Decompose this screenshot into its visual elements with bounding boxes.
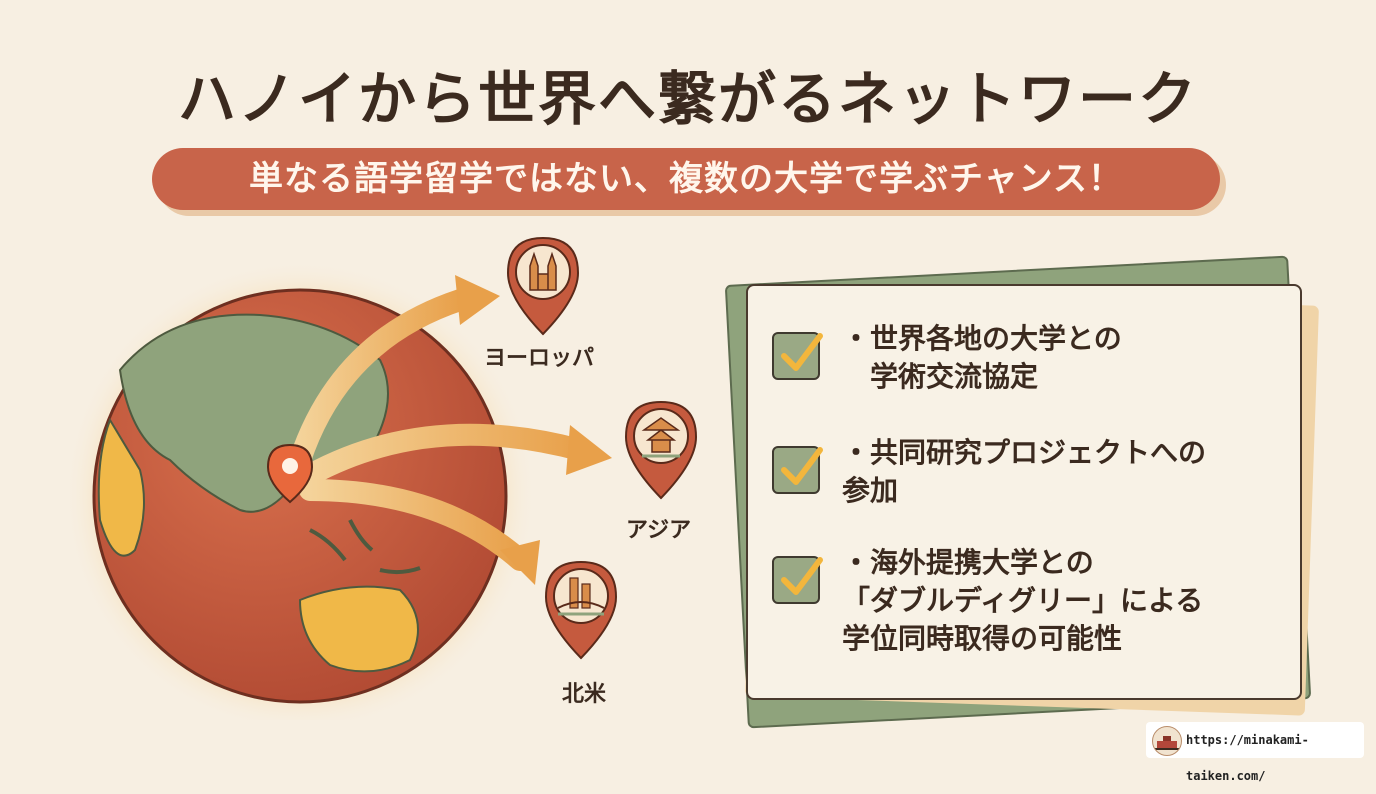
check-icon: [772, 556, 823, 604]
region-label-asia: アジア: [626, 518, 692, 543]
skyline-bridge-icon: [544, 560, 618, 660]
footer-url-badge[interactable]: https://minakami-taiken.com/: [1146, 722, 1364, 783]
africa-landmass: [97, 417, 145, 557]
benefit-text: ・海外提携大学との 「ダブルディグリー」による 学位同時取得の可能性: [842, 546, 1204, 655]
footer-url-link[interactable]: https://minakami-taiken.com/: [1186, 733, 1309, 783]
arrow-head-europe: [455, 275, 500, 325]
region-label-europe: ヨーロッパ: [484, 346, 595, 371]
benefits-card: ・世界各地の大学との 学術交流協定 ・共同研究プロジェクトへの 参加 ・海外提携…: [746, 284, 1302, 700]
benefit-text: ・共同研究プロジェクトへの 参加: [842, 436, 1207, 507]
cathedral-icon: [506, 236, 580, 336]
arrow-head-asia: [566, 425, 612, 475]
arrow-head-north-america: [500, 540, 540, 585]
site-logo-icon: [1152, 726, 1182, 756]
australia-landmass: [298, 585, 419, 673]
southeast-asia-islands: [309, 519, 421, 575]
pagoda-icon: [624, 400, 698, 500]
arrow-to-asia: [299, 423, 591, 486]
world-network-map: [64, 260, 612, 720]
region-label-north-america: 北米: [562, 682, 607, 707]
check-icon: [772, 332, 823, 380]
benefit-text: ・世界各地の大学との 学術交流協定: [842, 322, 1122, 393]
subtitle-text: 単なる語学留学ではない、複数の大学で学ぶチャンス！: [249, 159, 1123, 199]
arrow-to-europe: [289, 289, 471, 471]
check-icon: [772, 446, 823, 494]
arrow-to-north-america: [299, 479, 531, 571]
subtitle-banner: 単なる語学留学ではない、複数の大学で学ぶチャンス！: [152, 148, 1220, 210]
page-title: ハノイから世界へ繋がるネットワーク: [177, 65, 1198, 133]
location-pin-icon: [266, 443, 314, 504]
